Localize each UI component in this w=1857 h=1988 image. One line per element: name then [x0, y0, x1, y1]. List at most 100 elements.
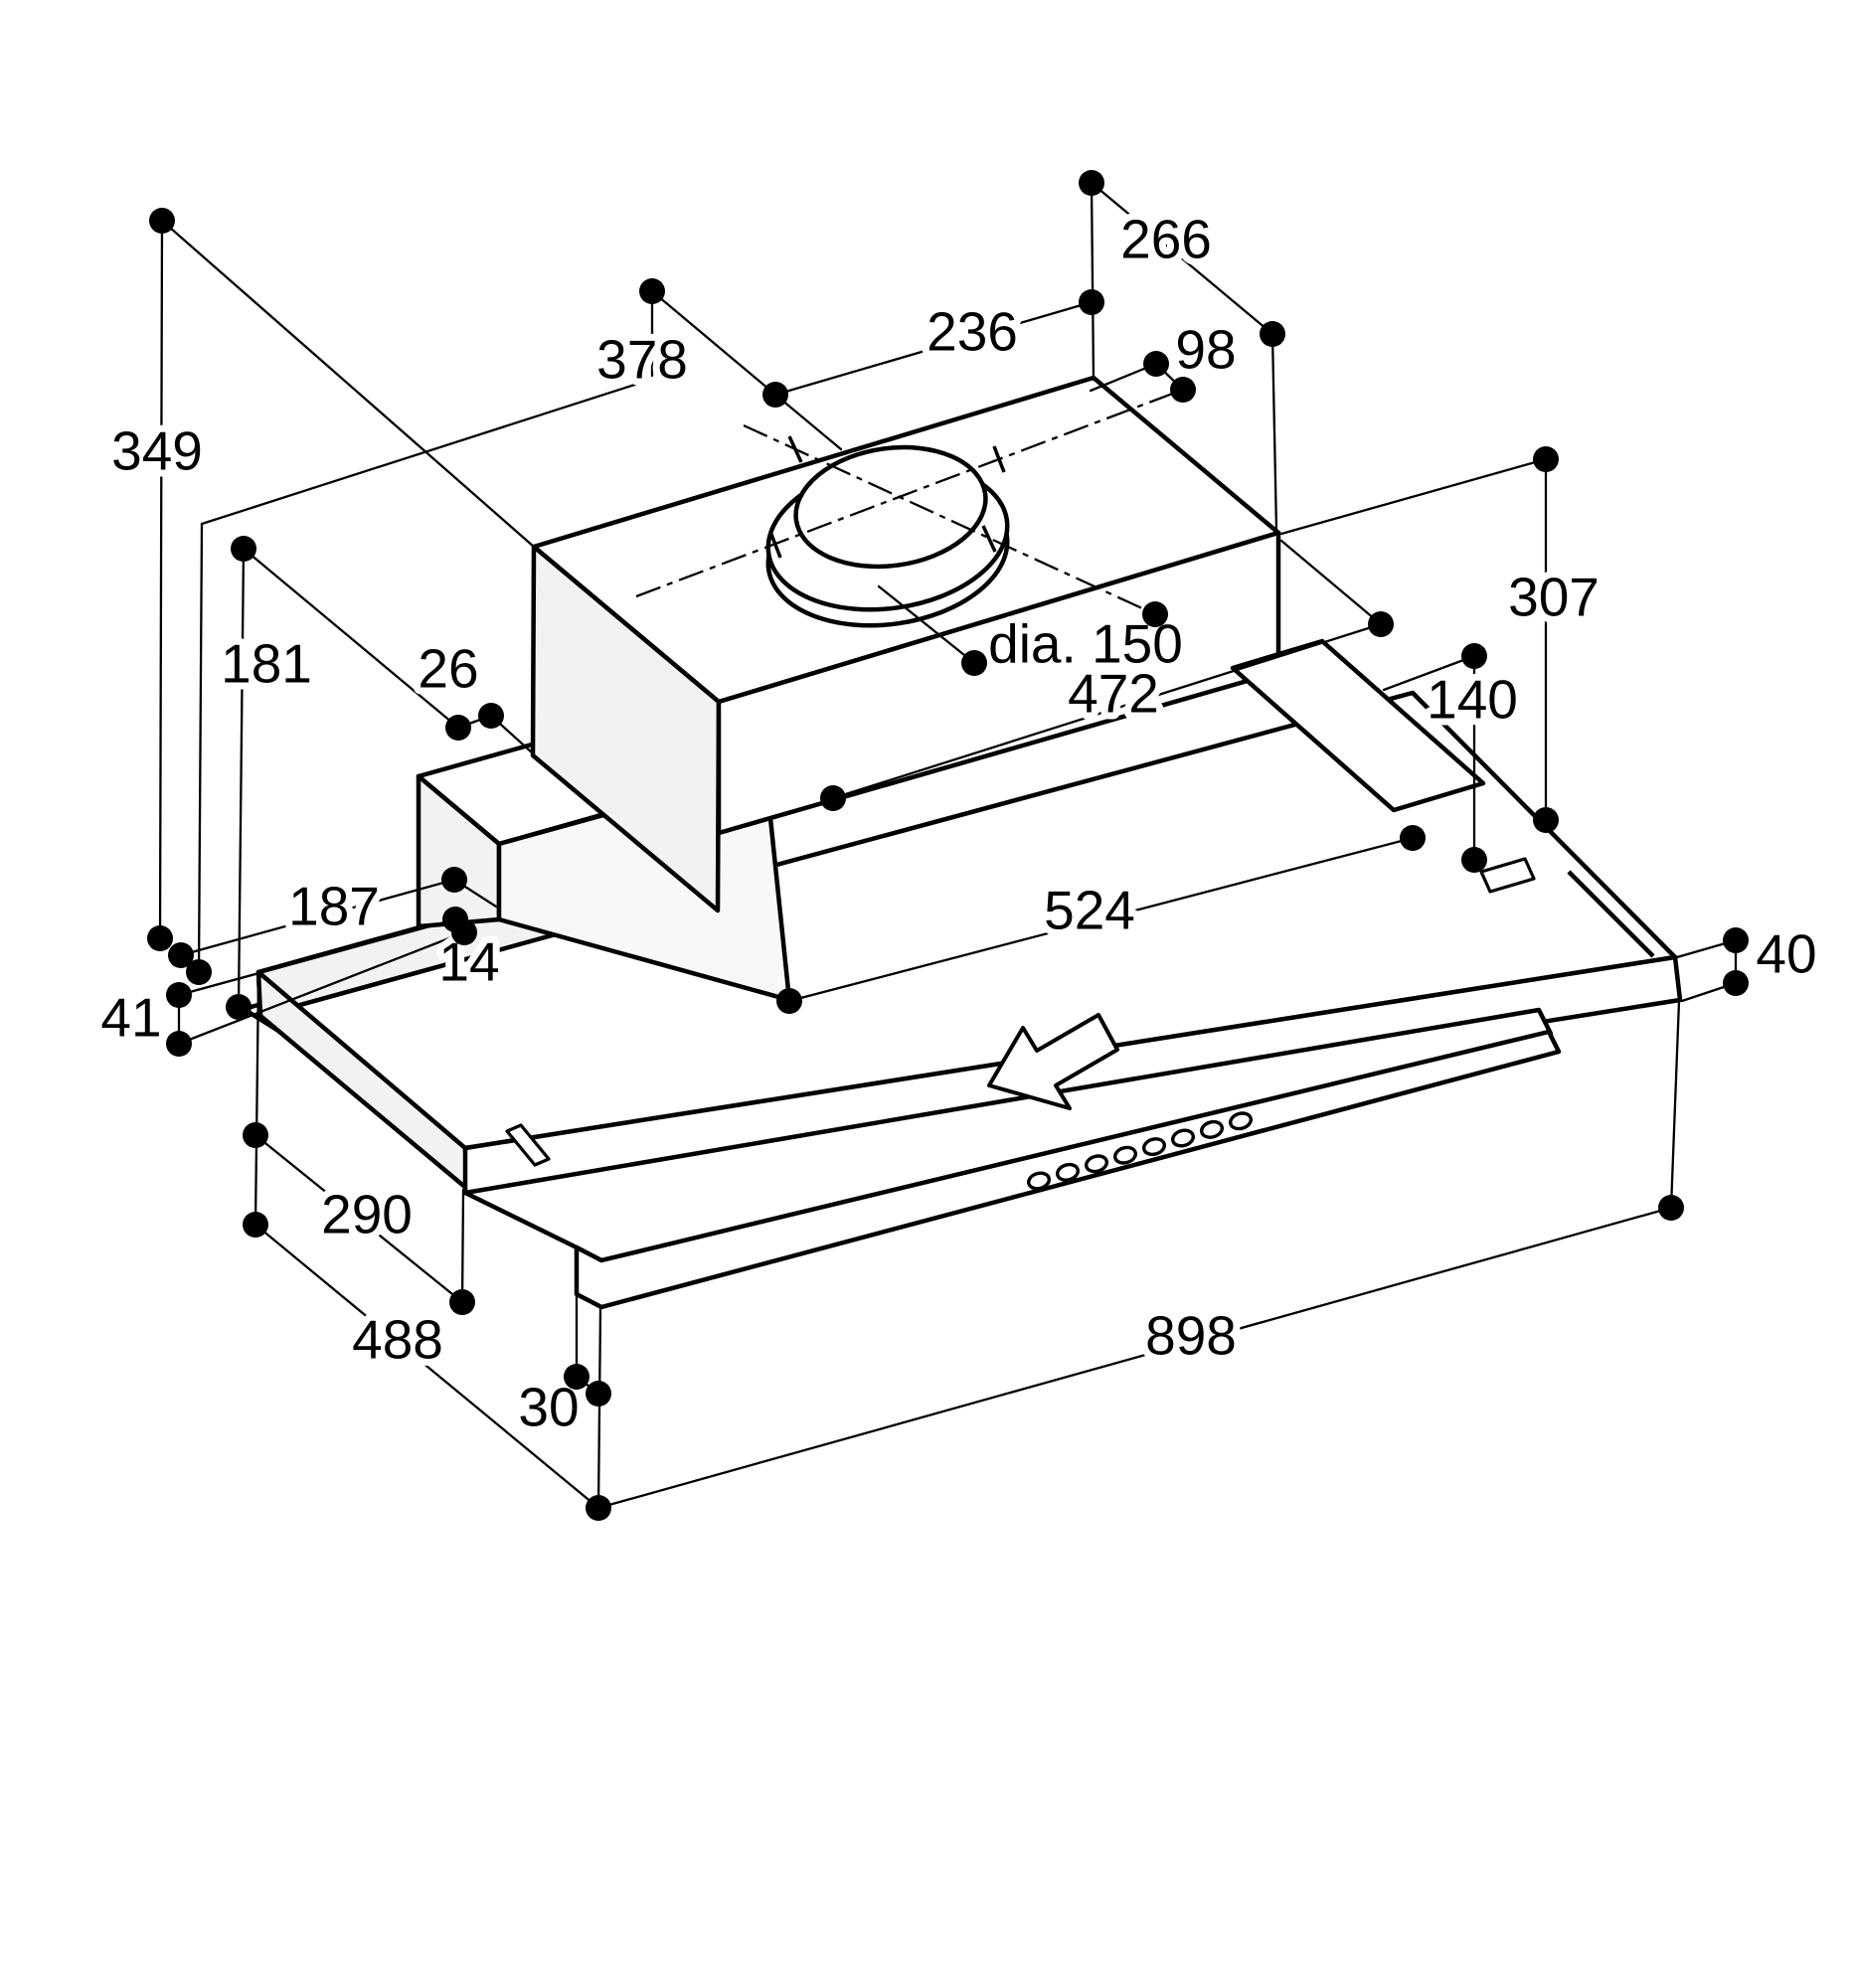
dimension-label-40: 40	[1756, 923, 1816, 985]
dimension-line-4	[197, 522, 204, 974]
dot-290-bottom	[449, 1289, 475, 1315]
dimension-label-41: 41	[100, 987, 161, 1049]
dot-centerline-end	[1142, 601, 1168, 627]
dot-181-bottom	[226, 994, 252, 1020]
control-button-6	[1170, 1128, 1196, 1148]
dot-41-bottom	[166, 1031, 192, 1057]
dimension-label-378: 378	[596, 329, 688, 391]
center-tick-0	[768, 531, 782, 559]
dimension-line-34	[253, 1133, 464, 1304]
dimension-line-24	[787, 836, 1415, 1003]
control-button-5	[1141, 1137, 1167, 1157]
dot-472-left	[820, 785, 846, 811]
dimension-line-40	[596, 1306, 602, 1510]
dot-472-right	[1368, 611, 1394, 637]
dimension-label-266: 266	[1120, 209, 1212, 270]
dimension-line-15	[237, 547, 246, 1009]
duct-box-left-face	[530, 544, 722, 913]
dimension-line-38	[1669, 999, 1681, 1210]
dimension-label-290: 290	[321, 1184, 413, 1245]
dot-40-bottom	[1723, 970, 1749, 996]
dimension-line-0	[158, 219, 164, 940]
dimension-label-524: 524	[1044, 880, 1135, 941]
dimension-line-1	[160, 219, 536, 549]
dimension-line-9	[650, 289, 777, 397]
control-button-3	[1084, 1154, 1109, 1174]
mounting-slot-left	[505, 1123, 551, 1167]
dot-30-left	[564, 1364, 590, 1390]
dot-98-left	[1143, 351, 1169, 377]
dimension-label-349: 349	[111, 420, 203, 482]
dimension-line-3	[200, 379, 649, 526]
dimension-line-19	[877, 584, 976, 665]
dot-181-top	[231, 536, 256, 562]
dot-290-top	[243, 1122, 268, 1148]
dimension-line-10	[773, 393, 843, 451]
dimension-label-181: 181	[221, 633, 312, 695]
control-button-2	[1055, 1162, 1081, 1182]
dimension-label-98: 98	[1175, 319, 1236, 381]
dimension-line-5	[1090, 181, 1274, 336]
dimension-line-25	[179, 878, 456, 957]
dot-26-left	[445, 715, 471, 741]
dot-236-left	[762, 382, 788, 408]
control-button-8	[1228, 1111, 1254, 1131]
dot-378-top	[639, 278, 665, 304]
dimension-label-187: 187	[288, 876, 380, 937]
dot-349-bottom	[147, 925, 173, 951]
dimension-label-898: 898	[1145, 1305, 1237, 1367]
duct-centerline-width-axis	[635, 388, 1184, 598]
dot-40-top	[1723, 927, 1749, 953]
control-button-4	[1112, 1145, 1138, 1165]
dot-524-right	[1400, 825, 1426, 851]
dimension-label-307: 307	[1508, 567, 1600, 628]
center-tick-2	[787, 435, 803, 463]
dot-236-right	[1079, 289, 1104, 315]
dot-349-top	[149, 208, 175, 234]
dimension-line-37	[596, 1206, 1673, 1510]
dot-524-left	[776, 988, 802, 1014]
object-edge-0	[1567, 870, 1655, 958]
dimension-label-dia-150: dia. 150	[988, 613, 1183, 675]
dot-98-right	[1170, 377, 1196, 403]
dimension-line-14	[1279, 457, 1548, 536]
duct-pipe-opening	[793, 444, 988, 570]
dimension-line-8	[773, 300, 1094, 397]
duct-collar	[765, 444, 1010, 628]
dimension-label-26: 26	[418, 638, 478, 700]
dimension-dots	[147, 170, 1749, 1521]
control-button-1	[1026, 1171, 1052, 1191]
dimension-label-236: 236	[927, 301, 1018, 363]
dimension-label-488: 488	[352, 1309, 443, 1371]
dimension-line-23	[1382, 654, 1476, 692]
dimension-line-27	[177, 917, 457, 997]
control-button-7	[1199, 1119, 1225, 1139]
dot-187-left	[168, 942, 194, 968]
dot-488-898-corner	[586, 1495, 611, 1521]
dot-307-top	[1533, 446, 1559, 472]
dimension-line-36	[253, 1223, 600, 1510]
dot-187-right	[441, 867, 467, 893]
dot-14-lower	[451, 919, 477, 945]
dimension-line-28	[177, 930, 466, 1046]
dot-30-right	[586, 1381, 611, 1407]
pull-out-direction-arrow	[987, 1013, 1119, 1110]
dimension-line-7	[1270, 332, 1278, 533]
duct-centerline-depth-axis	[743, 423, 1156, 616]
control-button-row	[1026, 1111, 1254, 1191]
dimension-line-33	[253, 974, 260, 1227]
hood-body	[241, 375, 1683, 1310]
dot-26-right	[478, 703, 504, 729]
dimension-line-21	[1279, 539, 1383, 626]
dimension-line-16	[242, 547, 460, 730]
dot-898-right	[1658, 1195, 1684, 1221]
dimension-label-472: 472	[1068, 663, 1159, 725]
dimension-line-6	[1090, 181, 1096, 382]
dimension-line-20	[831, 622, 1383, 800]
dot-266-right	[1260, 321, 1285, 347]
center-tick-1	[992, 445, 1006, 473]
dot-dia150	[961, 650, 987, 676]
dot-307-bottom	[1533, 807, 1559, 833]
